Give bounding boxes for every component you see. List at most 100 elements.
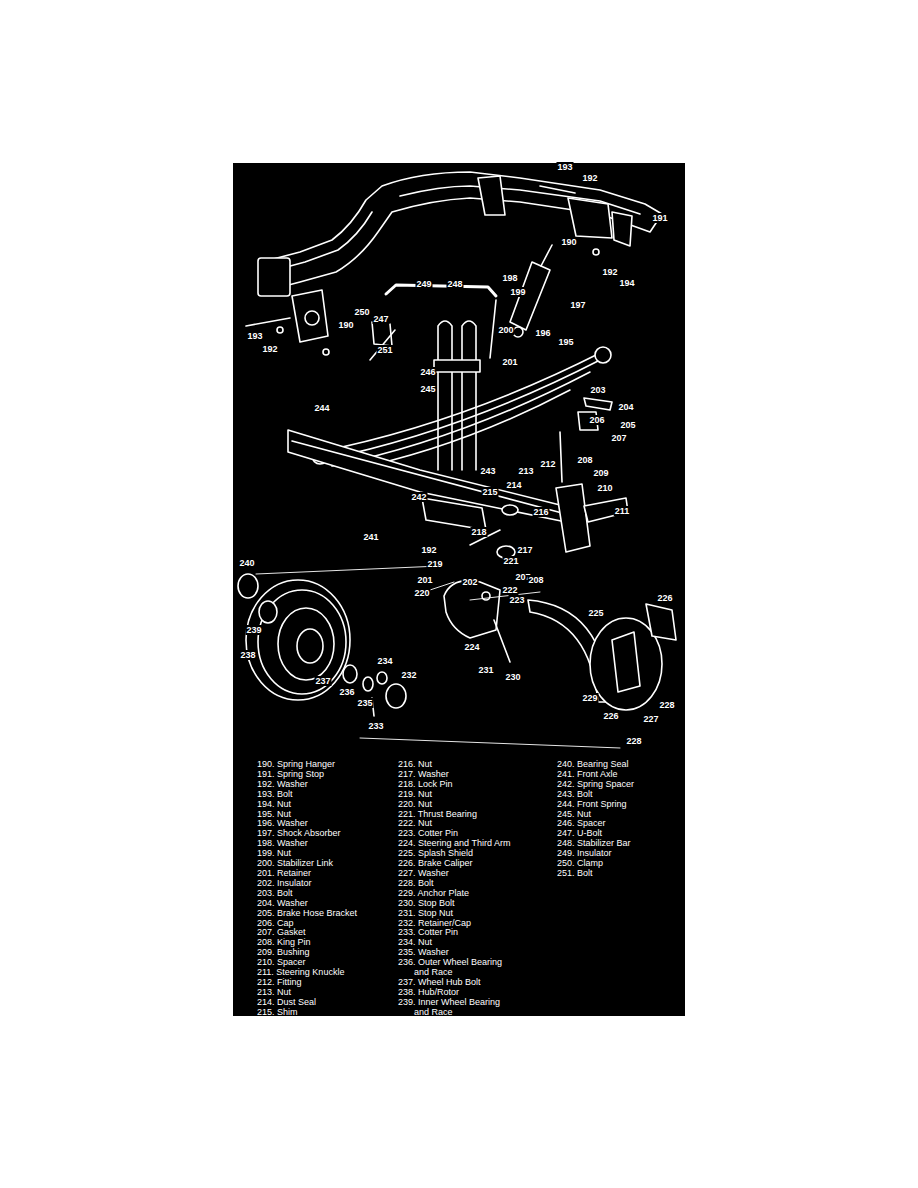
parts-list-item: 232. Retainer/Cap	[398, 919, 510, 929]
parts-list-column: 240. Bearing Seal241. Front Axle242. Spr…	[557, 760, 634, 879]
callout-number: 201	[501, 357, 518, 367]
leaf-spring	[332, 372, 590, 466]
parts-list-item: 222. Nut	[398, 819, 510, 829]
callout-number: 215	[481, 487, 498, 497]
spring-hanger	[292, 290, 328, 342]
parts-list-item: 195. Nut	[257, 810, 357, 820]
shock-rod	[541, 245, 552, 266]
callout-number: 224	[463, 642, 480, 652]
parts-list-item: 197. Shock Absorber	[257, 829, 357, 839]
parts-list-item: 212. Fitting	[257, 978, 357, 988]
frame-flange	[268, 186, 640, 272]
frame-bracket	[478, 176, 505, 215]
dust-seal	[502, 505, 518, 515]
callout-number: 204	[617, 402, 634, 412]
parts-list-item: 215. Shim	[257, 1008, 357, 1018]
washer	[323, 349, 329, 355]
callout-number: 192	[601, 267, 618, 277]
callout-number: 242	[410, 492, 427, 502]
callout-number: 192	[420, 545, 437, 555]
callout-number: 196	[534, 328, 551, 338]
nut	[377, 672, 387, 684]
parts-list-item: 248. Stabilizer Bar	[557, 839, 634, 849]
callout-number: 205	[619, 420, 636, 430]
king-pin	[560, 432, 562, 482]
parts-list-item: 225. Splash Shield	[398, 849, 510, 859]
callout-number: 207	[610, 433, 627, 443]
parts-list-item: 221. Thrust Bearing	[398, 810, 510, 820]
parts-list-item: 192. Washer	[257, 780, 357, 790]
parts-list-item: 230. Stop Bolt	[398, 899, 510, 909]
clamp	[372, 322, 392, 346]
spring-eye	[595, 347, 611, 363]
callout-number: 241	[362, 532, 379, 542]
callout-number: 218	[470, 527, 487, 537]
parts-list-item: 234. Nut	[398, 938, 510, 948]
parts-list-item: 241. Front Axle	[557, 770, 634, 780]
callout-number: 225	[587, 608, 604, 618]
brake-hose-bracket	[584, 398, 612, 410]
callout-number: 226	[602, 711, 619, 721]
parts-list-item: 226. Brake Caliper	[398, 859, 510, 869]
callout-number: 240	[238, 558, 255, 568]
callout-number: 228	[658, 700, 675, 710]
parts-list-item: 196. Washer	[257, 819, 357, 829]
callout-number: 197	[569, 300, 586, 310]
callout-number: 233	[367, 721, 384, 731]
callout-number: 211	[614, 506, 631, 516]
callout-number: 191	[651, 213, 668, 223]
callout-number: 208	[576, 455, 593, 465]
callout-number: 193	[556, 162, 573, 172]
parts-list-column: 190. Spring Hanger191. Spring Stop192. W…	[257, 760, 357, 1018]
outer-bearing	[343, 665, 357, 683]
retainer-cap	[386, 684, 406, 708]
parts-list-item: 219. Nut	[398, 790, 510, 800]
callout-number: 223	[508, 595, 525, 605]
callout-number: 239	[245, 625, 262, 635]
parts-list-item: 209. Bushing	[257, 948, 357, 958]
callout-number: 216	[532, 507, 549, 517]
callout-number: 198	[501, 273, 518, 283]
parts-list-item: 223. Cotter Pin	[398, 829, 510, 839]
callout-number: 247	[372, 314, 389, 324]
callout-number: 206	[588, 415, 605, 425]
leaf-spring	[322, 360, 600, 460]
washer	[593, 249, 599, 255]
brake-caliper	[646, 604, 676, 640]
callout-number: 209	[592, 468, 609, 478]
parts-list-item: 249. Insulator	[557, 849, 634, 859]
anchor-detail	[612, 632, 640, 692]
hub-rotor	[258, 590, 346, 694]
parts-list-item: 214. Dust Seal	[257, 998, 357, 1008]
spring-stop	[612, 212, 632, 246]
callout-number: 212	[539, 459, 556, 469]
callout-number: 192	[581, 173, 598, 183]
callout-number: 226	[656, 593, 673, 603]
callout-number: 248	[446, 279, 463, 289]
parts-list-item: 210. Spacer	[257, 958, 357, 968]
spring-hanger	[568, 198, 612, 238]
washer	[363, 677, 373, 691]
inner-bearing	[259, 601, 277, 623]
parts-list-item: 224. Steering and Third Arm	[398, 839, 510, 849]
callout-number: 222	[501, 585, 518, 595]
parts-list-item: 220. Nut	[398, 800, 510, 810]
parts-list-item: 213. Nut	[257, 988, 357, 998]
callout-number: 237	[314, 676, 331, 686]
parts-list-item: 198. Washer	[257, 839, 357, 849]
parts-list-item: 201. Retainer	[257, 869, 357, 879]
callout-number: 249	[415, 279, 432, 289]
parts-list-item: 243. Bolt	[557, 790, 634, 800]
parts-list-item: 228. Bolt	[398, 879, 510, 889]
parts-list-item: 250. Clamp	[557, 859, 634, 869]
parts-list-item: 217. Washer	[398, 770, 510, 780]
stop-bolt	[494, 620, 510, 662]
frame-end	[258, 258, 290, 296]
callout-number: 230	[504, 672, 521, 682]
callout-number: 194	[618, 278, 635, 288]
hanger-eye	[305, 311, 319, 325]
parts-list-item: 251. Bolt	[557, 869, 634, 879]
bolt	[246, 318, 290, 326]
steering-knuckle	[556, 484, 590, 552]
parts-list-item: 246. Spacer	[557, 819, 634, 829]
